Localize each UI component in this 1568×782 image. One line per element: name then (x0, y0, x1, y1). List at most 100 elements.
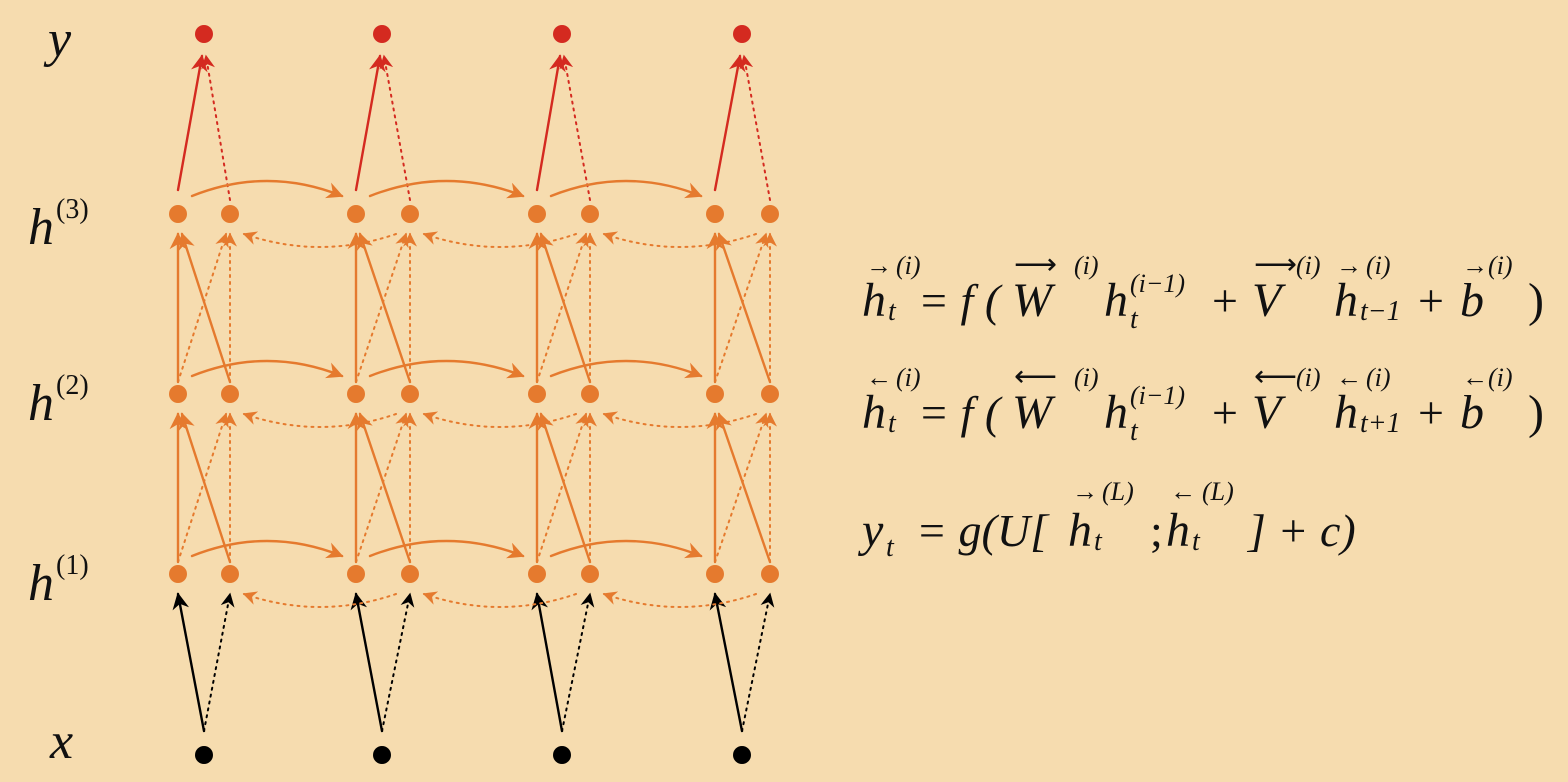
eq-bwd-w-arrow: ⟵ (1014, 360, 1057, 393)
eq-fwd-b-arrow: → (1462, 251, 1488, 280)
eq-fwd-w-sup: (i) (1074, 251, 1099, 280)
edge-backward-to-forward-up (178, 232, 232, 384)
nodes-layer (169, 25, 779, 764)
output-node (733, 25, 751, 43)
row-label-x: x (50, 716, 73, 768)
row-label-h1: h(1) (28, 552, 89, 610)
edge-forward-recurrent (368, 179, 525, 199)
eq-bwd-hp-arrow: ← (1336, 363, 1362, 392)
forward-hidden-node-layer-1 (706, 565, 724, 583)
edge-backward-recurrent (422, 411, 577, 428)
edge-forward-to-backward-up (536, 412, 589, 563)
edge-backward-to-forward-up (356, 412, 412, 564)
equations: → (i) h t = f ( ⟶ (i) W h (i−1) t + ⟶ (i… (857, 250, 1544, 563)
edge-backward-recurrent (242, 231, 397, 248)
forward-hidden-node-layer-1 (528, 565, 546, 583)
eq-out-close: ] + c) (1246, 505, 1356, 556)
eq-fwd-eq: = f ( (918, 275, 1003, 326)
eq-bwd-b-arrow: ← (1462, 363, 1488, 392)
eq-out-y-sub: t (886, 532, 895, 563)
eq-bwd-v-sup: (i) (1296, 363, 1321, 392)
edge-forward-to-backward-up (177, 412, 229, 563)
input-node (733, 746, 751, 764)
equation-forward: → (i) h t = f ( ⟶ (i) W h (i−1) t + ⟶ (i… (862, 250, 1544, 335)
eq-out-y: y (857, 504, 884, 557)
backward-hidden-node-layer-3 (581, 205, 599, 223)
eq-out-semi: ; (1150, 505, 1163, 556)
eq-bwd-plus1: + (1212, 387, 1238, 438)
eq-bwd-h: h (1104, 386, 1128, 439)
eq-bwd-b-sup: (i) (1488, 363, 1513, 392)
edge-input-to-forward-h1 (709, 592, 744, 733)
edge-forward-to-output (535, 54, 566, 192)
edge-backward-to-forward-up (356, 232, 412, 384)
edge-input-to-backward-h1 (203, 592, 235, 732)
edge-backward-to-output (559, 54, 591, 201)
row-label-h1-sup: (1) (56, 550, 89, 581)
backward-hidden-node-layer-1 (401, 565, 419, 583)
eq-fwd-hp: h (1334, 274, 1358, 327)
equation-output: y t = g(U[ → (L) h t ; ← (L) h t ] + c) (857, 477, 1356, 563)
forward-hidden-node-layer-1 (347, 565, 365, 583)
edge-backward-to-output (379, 54, 411, 201)
row-label-h3: h(3) (28, 196, 89, 254)
edge-forward-to-backward-up (177, 232, 229, 383)
eq-out-h1-sub: t (1094, 526, 1103, 557)
forward-hidden-node-layer-3 (347, 205, 365, 223)
output-node (373, 25, 391, 43)
forward-hidden-node-layer-1 (169, 565, 187, 583)
input-node (373, 746, 391, 764)
row-label-h3-symbol: h (28, 199, 54, 256)
edge-backward-recurrent (602, 231, 757, 248)
edge-input-to-backward-h1 (741, 592, 775, 732)
edge-forward-to-backward-up (536, 232, 589, 383)
eq-out-h1-arrow: → (1072, 477, 1098, 506)
edge-backward-to-output (201, 54, 231, 201)
forward-hidden-node-layer-2 (347, 385, 365, 403)
eq-bwd-v: V (1252, 386, 1286, 439)
eq-fwd-v: V (1252, 274, 1286, 327)
eq-fwd-plus1: + (1212, 275, 1238, 326)
eq-fwd-lhs-sup: (i) (896, 251, 921, 280)
eq-bwd-close: ) (1528, 386, 1544, 439)
edge-backward-recurrent (242, 411, 397, 428)
edge-forward-to-output (176, 54, 208, 192)
edge-backward-to-forward-up (178, 412, 232, 564)
edge-backward-to-output (739, 54, 771, 201)
eq-fwd-close: ) (1528, 274, 1544, 327)
edge-forward-recurrent (549, 539, 703, 559)
edge-backward-recurrent (422, 231, 577, 248)
edge-forward-to-backward-up (714, 232, 769, 383)
eq-bwd-plus2: + (1418, 387, 1444, 438)
forward-hidden-node-layer-3 (706, 205, 724, 223)
eq-out-h1-sup: (L) (1102, 477, 1134, 506)
eq-bwd-hp-sub: t+1 (1360, 408, 1401, 439)
eq-fwd-h: h (1104, 274, 1128, 327)
row-label-h2-symbol: h (28, 375, 54, 432)
edge-input-to-forward-h1 (350, 592, 384, 733)
eq-bwd-lhs-sup: (i) (896, 363, 921, 392)
row-label-y: y (48, 14, 71, 66)
edge-forward-recurrent (368, 539, 525, 559)
row-label-y-symbol: y (48, 11, 72, 68)
eq-bwd-v-arrow: ⟵ (1254, 360, 1297, 393)
edge-forward-recurrent (190, 179, 344, 199)
edge-forward-to-backward-up (355, 412, 409, 563)
eq-out-h2-arrow: ← (1170, 477, 1196, 506)
backward-hidden-node-layer-1 (581, 565, 599, 583)
eq-fwd-lhs: h (862, 274, 886, 327)
eq-fwd-hp-sub: t−1 (1360, 296, 1401, 327)
backward-hidden-node-layer-1 (761, 565, 779, 583)
edge-input-to-backward-h1 (561, 592, 595, 732)
eq-bwd-h-sup: (i−1) (1130, 381, 1185, 410)
edge-forward-to-backward-up (355, 232, 409, 383)
eq-fwd-w-arrow: ⟶ (1014, 250, 1057, 281)
forward-hidden-node-layer-2 (528, 385, 546, 403)
edge-forward-recurrent (190, 539, 344, 559)
backward-hidden-node-layer-2 (221, 385, 239, 403)
row-label-x-symbol: x (50, 713, 74, 770)
edge-forward-recurrent (190, 359, 344, 379)
row-label-h2: h(2) (28, 372, 89, 430)
eq-bwd-hp: h (1334, 386, 1358, 439)
